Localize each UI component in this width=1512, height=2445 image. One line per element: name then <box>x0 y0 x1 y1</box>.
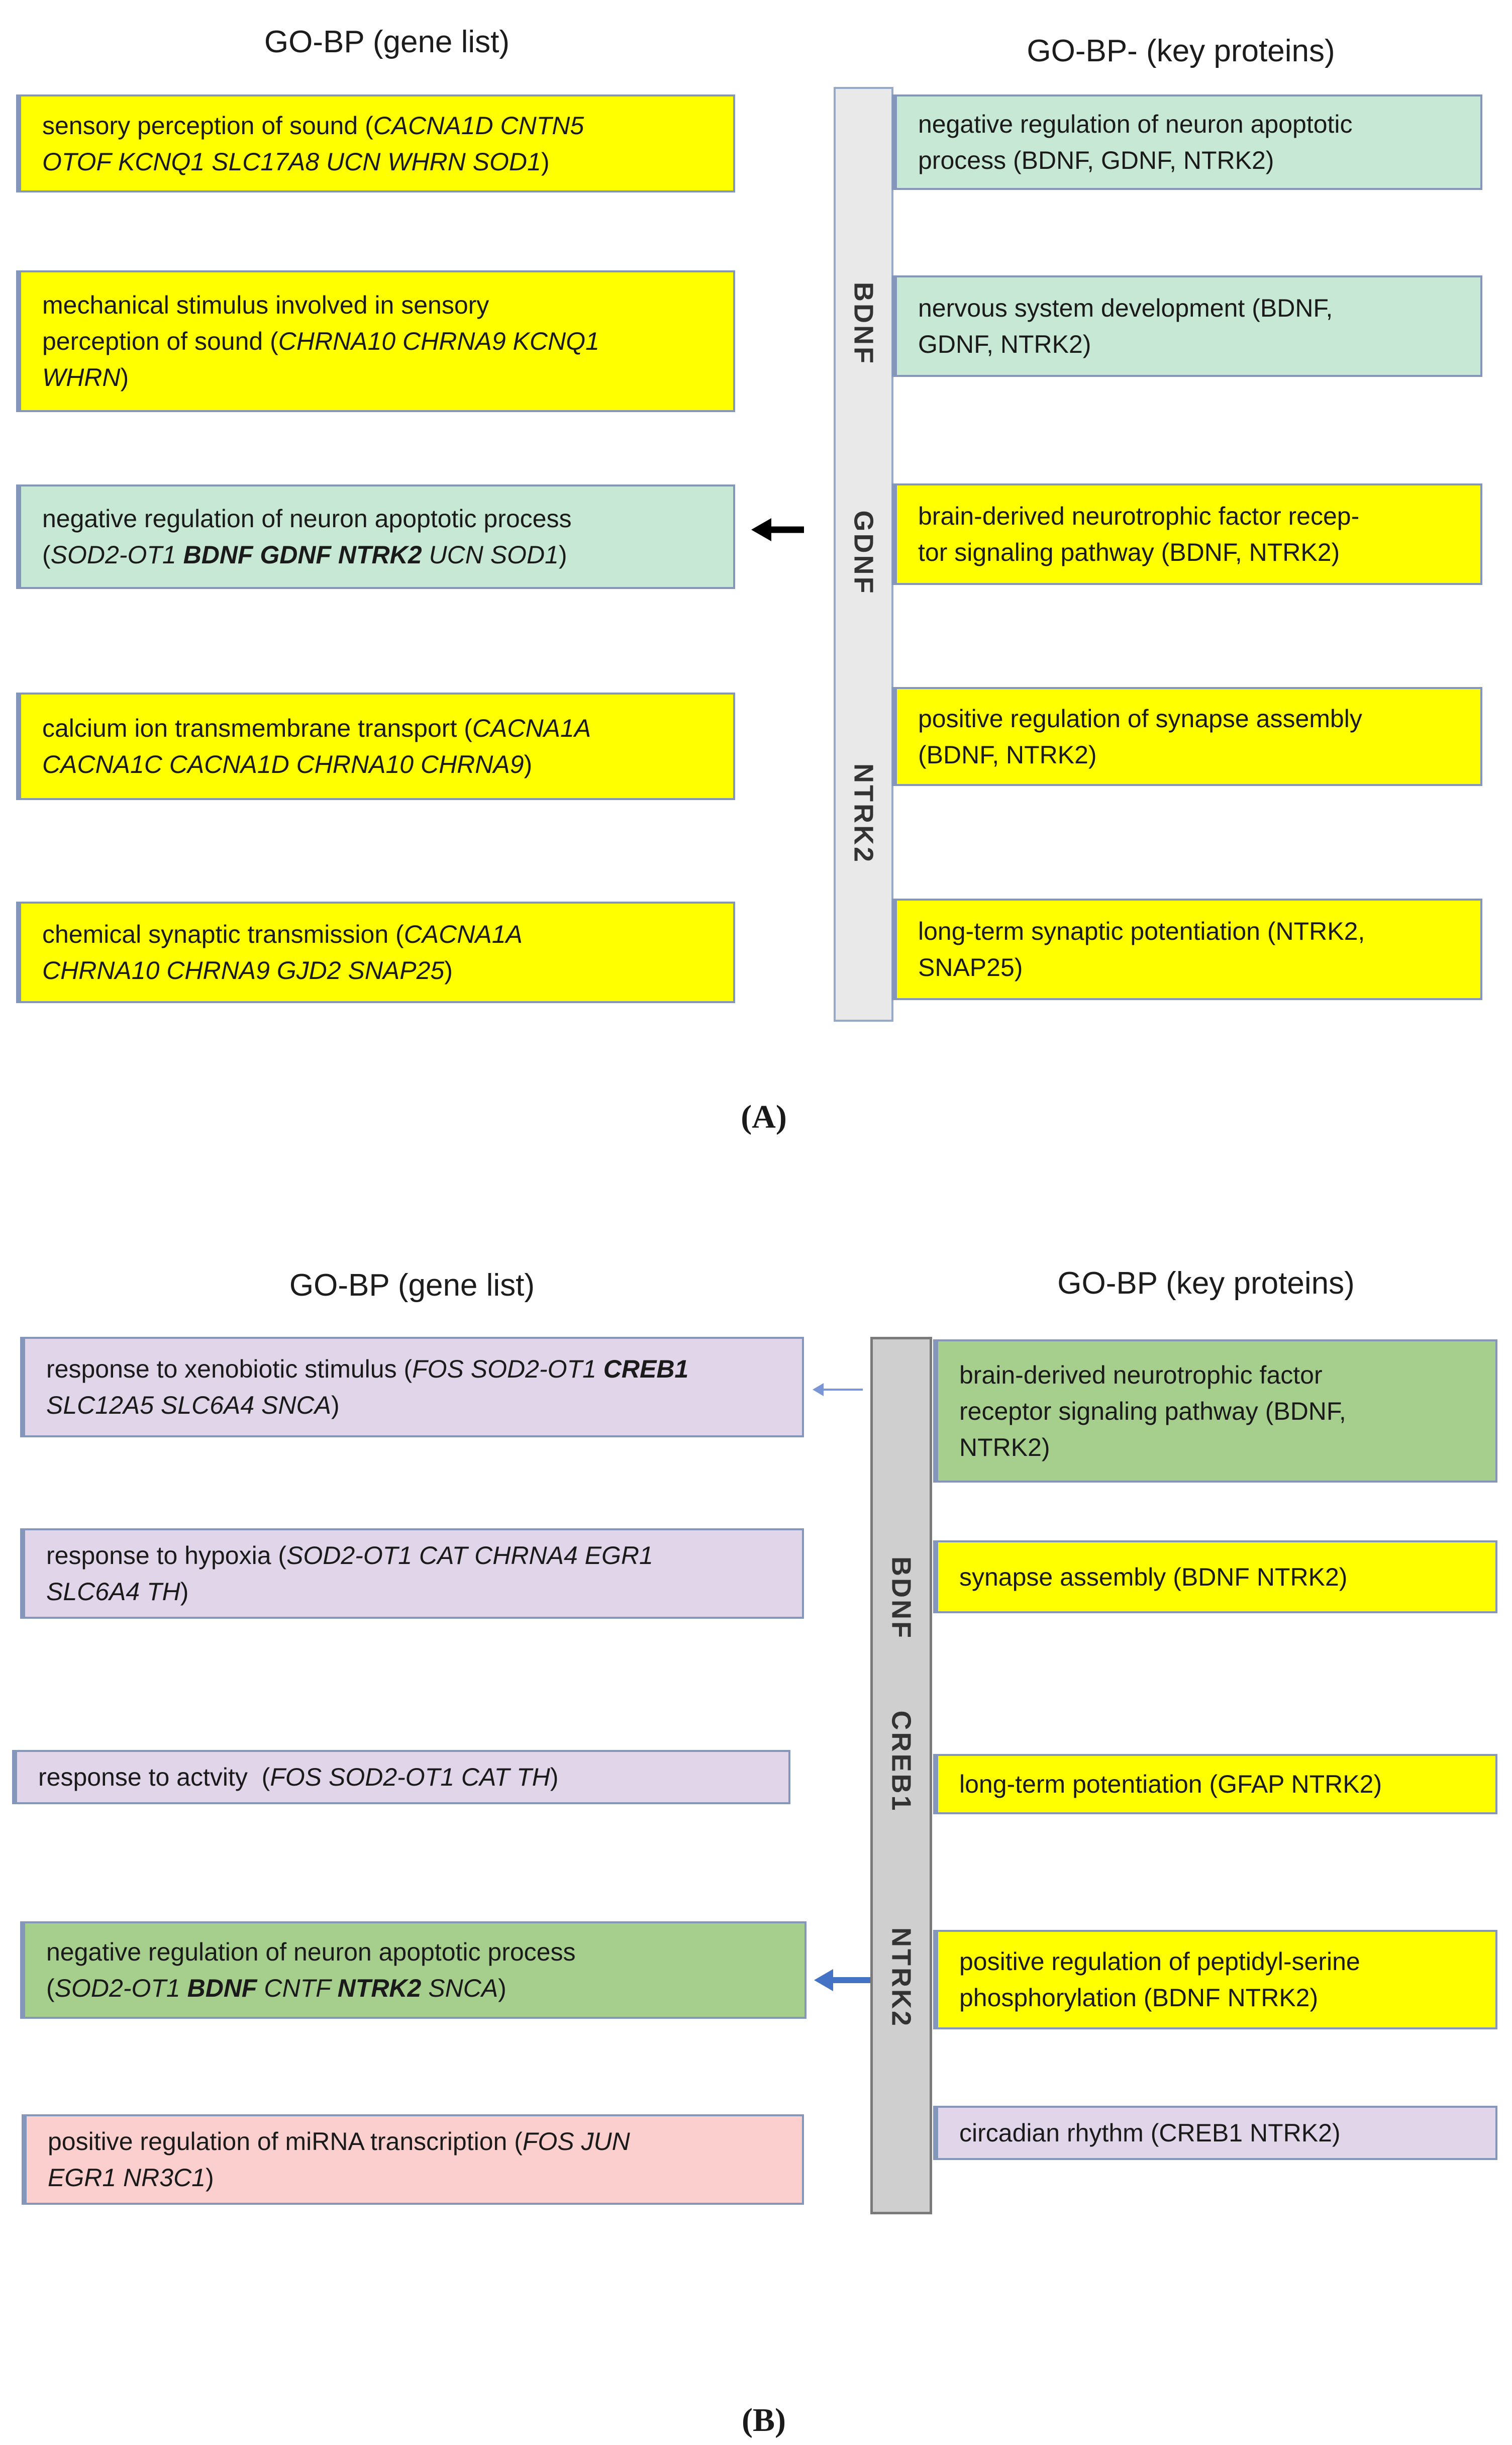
go-term-box-long-term-synaptic-potentiation: long-term synaptic potentiation (NTRK2,S… <box>892 899 1482 1000</box>
panel-b-right-column-header: GO-BP (key proteins) <box>1057 1266 1355 1301</box>
go-term-box-positive-regulation-mirna-transcription: positive regulation of miRNA transcripti… <box>22 2114 804 2205</box>
go-term-box-long-term-potentiation: long-term potentiation (GFAP NTRK2) <box>933 1754 1497 1814</box>
go-term-text: positive regulation of synapse assembly(… <box>918 704 1362 769</box>
panel-b-key-protein-bar: BDNF CREB1 NTRK2 <box>870 1337 932 2214</box>
go-term-text: calcium ion transmembrane transport (CAC… <box>42 714 591 778</box>
go-term-text: long-term potentiation (GFAP NTRK2) <box>959 1770 1382 1798</box>
go-term-box-circadian-rhythm: circadian rhythm (CREB1 NTRK2) <box>933 2106 1497 2160</box>
go-term-text: negative regulation of neuron apoptotic … <box>46 1938 576 2002</box>
go-term-box-response-to-hypoxia: response to hypoxia (SOD2-OT1 CAT CHRNA4… <box>20 1528 804 1619</box>
go-term-text: negative regulation of neuron apoptotic … <box>42 505 572 569</box>
go-term-text: response to actvity (FOS SOD2-OT1 CAT TH… <box>38 1763 559 1791</box>
go-term-box-negative-regulation-neuron-apoptotic-genelist: negative regulation of neuron apoptotic … <box>16 484 735 589</box>
panel-b-bar-label-bdnf: BDNF <box>886 1556 917 1640</box>
go-term-box-calcium-ion-transport: calcium ion transmembrane transport (CAC… <box>16 693 735 800</box>
go-term-text: response to hypoxia (SOD2-OT1 CAT CHRNA4… <box>46 1541 653 1606</box>
go-term-text: positive regulation of miRNA transcripti… <box>48 2127 630 2192</box>
thin-blue-left-arrow-icon <box>813 1383 863 1396</box>
go-term-box-response-to-xenobiotic-stimulus: response to xenobiotic stimulus (FOS SOD… <box>20 1337 804 1437</box>
go-term-text: nervous system development (BDNF,GDNF, N… <box>918 294 1333 358</box>
go-term-text: circadian rhythm (CREB1 NTRK2) <box>959 2119 1341 2147</box>
go-term-box-negative-regulation-neuron-apoptotic-b: negative regulation of neuron apoptotic … <box>20 1921 807 2019</box>
go-term-text: synapse assembly (BDNF NTRK2) <box>959 1562 1348 1591</box>
panel-b-caption: (B) <box>742 2402 786 2438</box>
arrow-head <box>813 1383 824 1396</box>
panel-a-bar-label-gdnf: GDNF <box>848 510 879 596</box>
go-term-box-positive-regulation-synapse-assembly: positive regulation of synapse assembly(… <box>892 687 1482 786</box>
go-term-box-bdnf-receptor-signaling-pathway-a: brain-derived neurotrophic factor recep-… <box>892 483 1482 585</box>
go-term-box-sensory-perception-of-sound: sensory perception of sound (CACNA1D CNT… <box>16 94 735 192</box>
panel-b-left-column-header: GO-BP (gene list) <box>289 1268 535 1303</box>
black-left-arrow-icon <box>751 518 804 541</box>
arrow-head <box>814 1969 833 1991</box>
arrow-shaft <box>770 526 804 533</box>
arrow-shaft <box>823 1389 863 1391</box>
go-term-text: brain-derived neurotrophic factor recep-… <box>918 502 1360 566</box>
go-term-box-nervous-system-development: nervous system development (BDNF,GDNF, N… <box>892 275 1482 377</box>
go-term-text: long-term synaptic potentiation (NTRK2,S… <box>918 917 1365 982</box>
panel-b-bar-label-ntrk2: NTRK2 <box>886 1927 917 2028</box>
arrow-shaft <box>831 1977 870 1983</box>
go-term-box-response-to-activity: response to actvity (FOS SOD2-OT1 CAT TH… <box>12 1750 790 1804</box>
panel-a-caption: (A) <box>741 1099 787 1135</box>
arrow-head <box>751 518 771 541</box>
thick-blue-left-arrow-icon <box>814 1969 870 1991</box>
panel-a-left-column-header: GO-BP (gene list) <box>264 25 510 59</box>
panel-a-key-protein-bar: BDNF GDNF NTRK2 <box>834 87 893 1022</box>
panel-a-bar-label-ntrk2: NTRK2 <box>848 763 879 864</box>
panel-b-bar-label-creb1: CREB1 <box>886 1710 917 1813</box>
go-term-text: response to xenobiotic stimulus (FOS SOD… <box>46 1355 689 1419</box>
go-term-box-synapse-assembly: synapse assembly (BDNF NTRK2) <box>933 1540 1497 1613</box>
panel-a-bar-label-bdnf: BDNF <box>848 282 879 365</box>
panel-a-right-column-header: GO-BP- (key proteins) <box>1027 34 1335 68</box>
go-term-text: sensory perception of sound (CACNA1D CNT… <box>42 111 584 176</box>
